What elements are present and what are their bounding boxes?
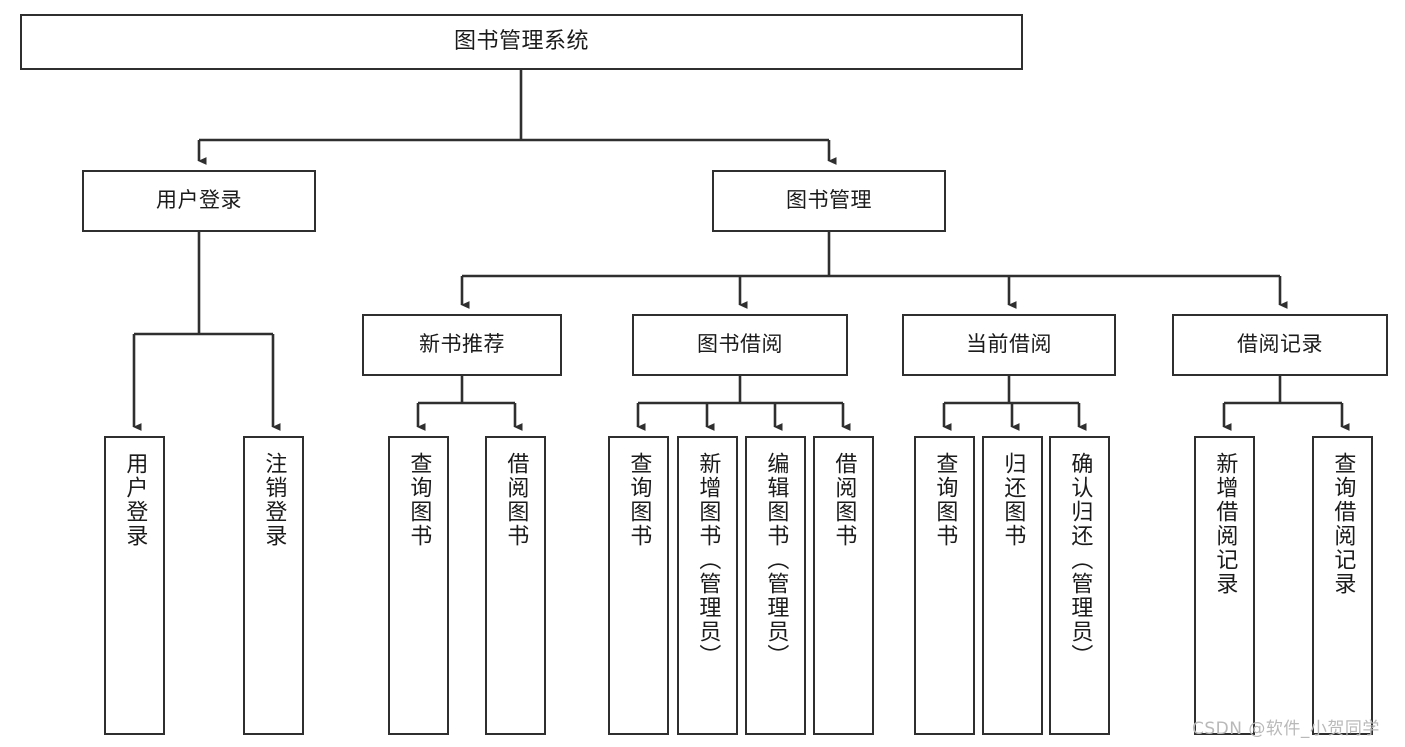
node-leaf-edit-book[interactable]: 编辑图书（管理员）	[745, 436, 806, 735]
node-borrow-record-label: 借阅记录	[1237, 332, 1323, 357]
node-leaf-edit-book-label: 编辑图书（管理员）	[763, 452, 789, 668]
node-leaf-borrow-book[interactable]: 借阅图书	[813, 436, 874, 735]
node-leaf-query-book-rec-label: 查询图书	[406, 452, 432, 548]
node-current-borrow[interactable]: 当前借阅	[902, 314, 1116, 376]
node-root-label: 图书管理系统	[453, 28, 589, 54]
node-new-book-rec[interactable]: 新书推荐	[362, 314, 562, 376]
node-leaf-add-book-label: 新增图书（管理员）	[695, 452, 721, 668]
node-user-login-label: 用户登录	[156, 188, 242, 213]
node-leaf-borrow-book-rec-label: 借阅图书	[503, 452, 529, 548]
node-current-borrow-label: 当前借阅	[966, 332, 1052, 357]
node-book-borrow[interactable]: 图书借阅	[632, 314, 848, 376]
node-root[interactable]: 图书管理系统	[20, 14, 1023, 70]
node-leaf-query-record[interactable]: 查询借阅记录	[1312, 436, 1373, 735]
node-leaf-borrow-book-label: 借阅图书	[831, 452, 857, 548]
node-leaf-borrow-book-rec[interactable]: 借阅图书	[485, 436, 546, 735]
node-leaf-return-book-label: 归还图书	[1000, 452, 1026, 548]
node-book-manage[interactable]: 图书管理	[712, 170, 946, 232]
node-leaf-user-logout-label: 注销登录	[261, 452, 287, 548]
node-leaf-user-logout[interactable]: 注销登录	[243, 436, 304, 735]
node-leaf-query-book-cur-label: 查询图书	[932, 452, 958, 548]
node-leaf-add-record[interactable]: 新增借阅记录	[1194, 436, 1255, 735]
node-leaf-query-book-borrow[interactable]: 查询图书	[608, 436, 669, 735]
node-borrow-record[interactable]: 借阅记录	[1172, 314, 1388, 376]
node-leaf-add-record-label: 新增借阅记录	[1212, 452, 1238, 596]
node-new-book-rec-label: 新书推荐	[419, 332, 505, 357]
node-book-borrow-label: 图书借阅	[697, 332, 783, 357]
node-leaf-user-login-label: 用户登录	[122, 452, 148, 548]
node-leaf-add-book[interactable]: 新增图书（管理员）	[677, 436, 738, 735]
node-leaf-confirm-return-label: 确认归还（管理员）	[1067, 452, 1093, 668]
node-book-manage-label: 图书管理	[786, 188, 872, 213]
node-leaf-query-book-borrow-label: 查询图书	[626, 452, 652, 548]
node-leaf-return-book[interactable]: 归还图书	[982, 436, 1043, 735]
node-user-login[interactable]: 用户登录	[82, 170, 316, 232]
node-leaf-query-book-rec[interactable]: 查询图书	[388, 436, 449, 735]
csdn-watermark: CSDN @软件_小贺同学	[1192, 719, 1380, 739]
node-leaf-confirm-return[interactable]: 确认归还（管理员）	[1049, 436, 1110, 735]
node-leaf-query-record-label: 查询借阅记录	[1330, 452, 1356, 596]
node-leaf-user-login[interactable]: 用户登录	[104, 436, 165, 735]
node-leaf-query-book-cur[interactable]: 查询图书	[914, 436, 975, 735]
